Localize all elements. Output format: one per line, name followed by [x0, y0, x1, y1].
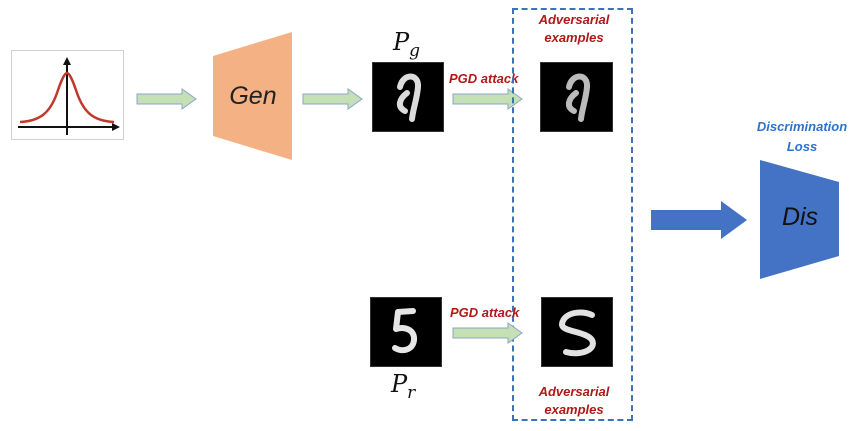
digit-five-icon [559, 309, 596, 357]
generated-distribution-label: Pg [393, 28, 421, 61]
discrimination-loss-line1: Discrimination [756, 119, 848, 134]
arrow-gen-to-generated [302, 88, 363, 110]
discrimination-loss-label: Discrimination Loss [743, 117, 861, 157]
real-distribution-label: Pr [391, 370, 416, 403]
pgd-attack-label-bottom: PGD attack [450, 305, 520, 320]
gaussian-curve-icon [18, 57, 120, 135]
generator-shape [213, 32, 292, 160]
adversarial-label-top-line2: examples [544, 30, 604, 45]
adversarial-label-bottom: Adversarial examples [518, 383, 630, 419]
arrow-noise-to-gen [136, 88, 197, 110]
arrow-attack-top [452, 88, 523, 110]
generator-label: Gen [229, 82, 277, 110]
adversarial-generated-image [540, 62, 613, 132]
adversarial-label-bottom-line2: examples [544, 402, 604, 417]
digit-five-icon [392, 308, 418, 354]
adversarial-label-top-line1: Adversarial [538, 12, 610, 27]
discriminator-label: Dis [781, 203, 819, 231]
adversarial-label-top: Adversarial examples [518, 11, 630, 47]
arrow-to-discriminator [651, 201, 747, 239]
pgd-attack-label-top: PGD attack [449, 71, 519, 86]
discrimination-loss-line2: Loss [786, 139, 818, 154]
adversarial-real-image [541, 297, 613, 367]
discriminator-shape [760, 160, 839, 279]
noise-distribution-plot [11, 50, 124, 140]
generated-digit-image [372, 62, 444, 132]
digit-nine-icon [566, 73, 590, 122]
adversarial-label-bottom-line1: Adversarial [538, 384, 610, 399]
digit-nine-icon [397, 73, 421, 122]
arrow-attack-bottom [452, 322, 523, 344]
real-digit-image [370, 297, 442, 367]
adversarial-examples-box [512, 8, 633, 421]
